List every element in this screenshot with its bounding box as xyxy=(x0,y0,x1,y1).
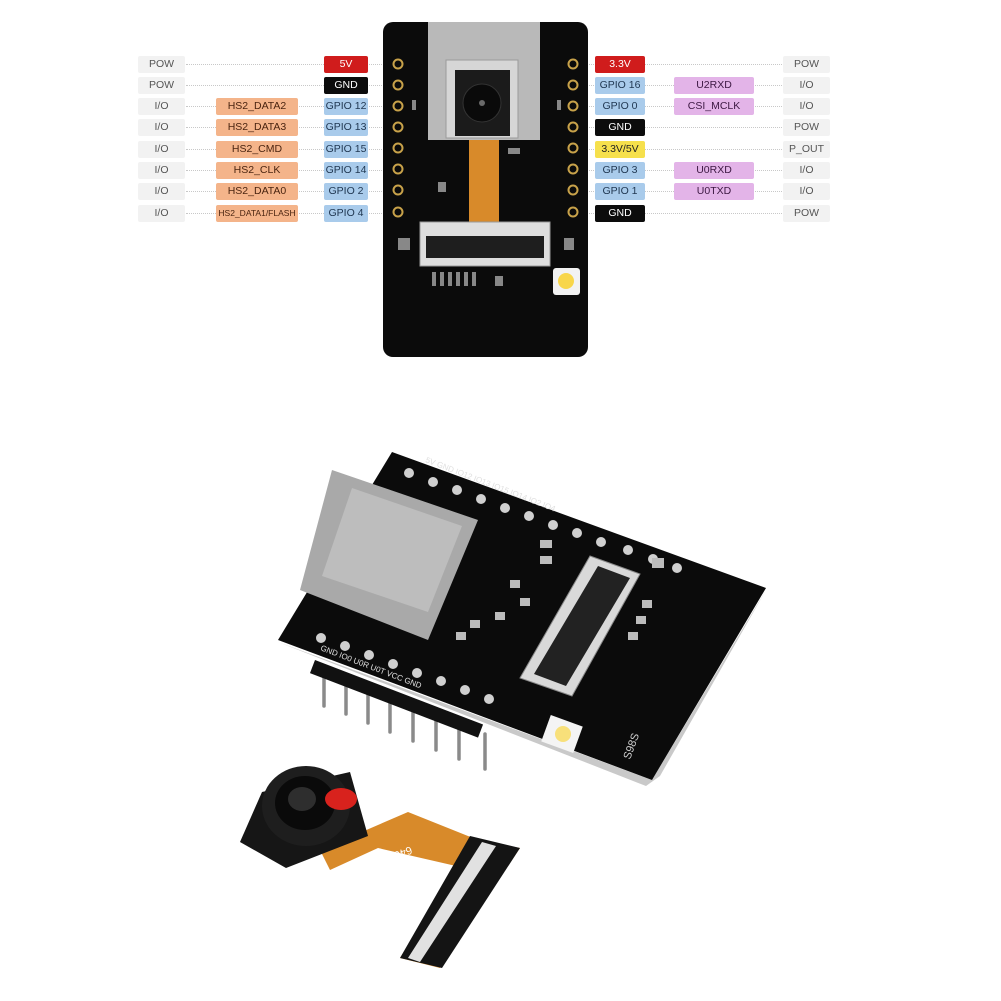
guide-line xyxy=(186,85,324,86)
bottom-pin-holes xyxy=(316,633,494,704)
pin-name-label: GPIO 4 xyxy=(324,205,368,222)
pin-name-label: GPIO 14 xyxy=(324,162,368,179)
pin-type-label: I/O xyxy=(138,141,185,158)
pin-function-label: HS2_DATA0 xyxy=(216,183,298,200)
pin-function-label: U0RXD xyxy=(674,162,754,179)
guide-line xyxy=(362,149,388,150)
sd-slot-inner xyxy=(322,488,462,612)
guide-line xyxy=(362,213,388,214)
pin-type-label: I/O xyxy=(138,183,185,200)
pin-function-label: CSI_MCLK xyxy=(674,98,754,115)
pin-function-label: HS2_DATA1/FLASH xyxy=(216,205,298,222)
pin-function-label: U0TXD xyxy=(674,183,754,200)
guide-line xyxy=(640,149,782,150)
guide-line xyxy=(584,106,596,107)
pin-type-label: I/O xyxy=(783,183,830,200)
guide-line xyxy=(584,127,596,128)
smd-components-3d xyxy=(456,540,664,640)
guide-line xyxy=(362,191,388,192)
camera-lens-glass xyxy=(288,787,316,811)
pin-name-label: GND xyxy=(324,77,368,94)
pin-type-label: I/O xyxy=(783,77,830,94)
guide-line xyxy=(584,149,596,150)
pin-name-label: GPIO 12 xyxy=(324,98,368,115)
pin-name-label: GPIO 13 xyxy=(324,119,368,136)
guide-line xyxy=(362,64,388,65)
guide-line xyxy=(640,64,782,65)
guide-line xyxy=(362,127,388,128)
pin-type-label: I/O xyxy=(783,162,830,179)
pin-name-label: GPIO 0 xyxy=(595,98,645,115)
pin-function-label: HS2_CLK xyxy=(216,162,298,179)
pin-type-label: I/O xyxy=(138,98,185,115)
connector-slot-3d xyxy=(534,566,630,686)
pin-name-label: GPIO 3 xyxy=(595,162,645,179)
pin-type-label: POW xyxy=(783,205,830,222)
pin-type-label: I/O xyxy=(783,98,830,115)
flash-led-lens xyxy=(558,273,574,289)
pin-function-label: HS2_DATA3 xyxy=(216,119,298,136)
pin-type-label: POW xyxy=(138,56,185,73)
pin-function-label: U2RXD xyxy=(674,77,754,94)
board-front-view xyxy=(383,22,588,357)
camera-aperture xyxy=(479,100,485,106)
board-3d-view: GND IO0 U0R U0T VCC GND 5V GND IO12 IO13… xyxy=(278,452,766,786)
guide-line xyxy=(362,170,388,171)
right-header-pins xyxy=(567,58,579,218)
guide-line xyxy=(584,85,596,86)
pin-type-label: P_OUT xyxy=(783,141,830,158)
pin-name-label: GND xyxy=(595,205,645,222)
pin-name-label: GPIO 16 xyxy=(595,77,645,94)
connector-slot xyxy=(426,236,544,258)
guide-line xyxy=(186,64,324,65)
guide-line xyxy=(584,213,596,214)
pin-name-label: GPIO 2 xyxy=(324,183,368,200)
top-pin-holes xyxy=(404,468,682,573)
smd-components xyxy=(398,100,574,286)
guide-line xyxy=(584,191,596,192)
guide-line xyxy=(584,64,596,65)
pin-name-label: GPIO 1 xyxy=(595,183,645,200)
pin-type-label: POW xyxy=(783,119,830,136)
guide-line xyxy=(362,106,388,107)
guide-line xyxy=(640,213,782,214)
pin-name-label: 3.3V/5V xyxy=(595,141,645,158)
pin-name-label: 5V xyxy=(324,56,368,73)
flex-contacts xyxy=(408,842,496,962)
pin-type-label: POW xyxy=(783,56,830,73)
camera-module-3d: SVO-YT 640-V2.0 xyxy=(240,766,520,968)
guide-line xyxy=(584,170,596,171)
pin-type-label: I/O xyxy=(138,205,185,222)
pin-function-label: HS2_CMD xyxy=(216,141,298,158)
pin-type-label: POW xyxy=(138,77,185,94)
guide-line xyxy=(640,127,782,128)
flash-led-lens-3d xyxy=(555,726,571,742)
pin-name-label: GPIO 15 xyxy=(324,141,368,158)
left-header-pins xyxy=(392,58,404,218)
camera-ribbon xyxy=(469,140,499,225)
pin-name-label: 3.3V xyxy=(595,56,645,73)
pin-function-label: HS2_DATA2 xyxy=(216,98,298,115)
pin-type-label: I/O xyxy=(138,119,185,136)
guide-line xyxy=(362,85,388,86)
pin-name-label: GND xyxy=(595,119,645,136)
header-blocks-3d xyxy=(309,660,484,738)
camera-red-tab xyxy=(325,788,357,810)
pin-type-label: I/O xyxy=(138,162,185,179)
